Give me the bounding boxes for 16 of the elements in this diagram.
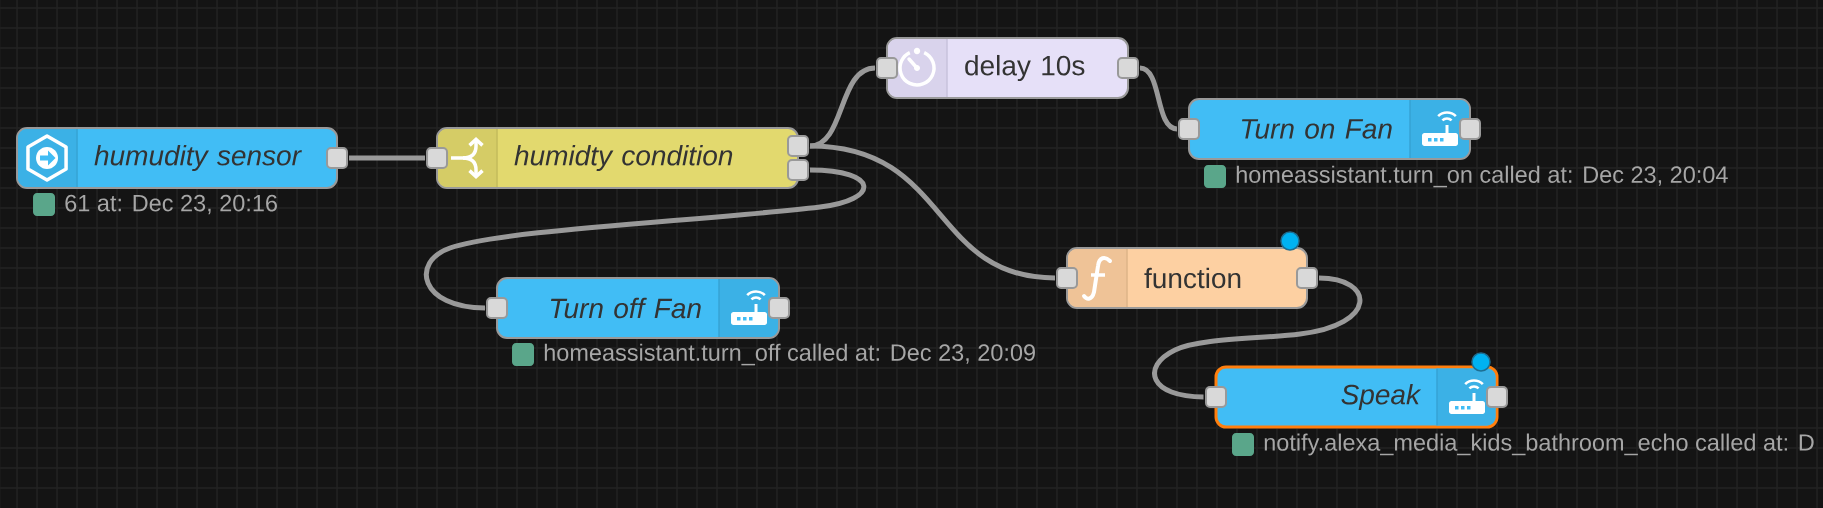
flow-node: delay 10s xyxy=(886,37,1129,99)
flow-node: Speak xyxy=(1214,365,1499,429)
wire xyxy=(1152,275,1363,400)
status-text: notify.alexa_media_kids_bathroom_echo called at: D xyxy=(1264,433,1814,456)
wire xyxy=(1139,65,1178,132)
flow-node: humidty condition xyxy=(436,127,799,189)
flow-node: Turn off Fan xyxy=(496,277,780,339)
status-text: homeassistant.turn_on called at: Dec 23, 20:04 xyxy=(1236,165,1728,188)
wire xyxy=(809,143,1056,281)
status-text: 61 at: Dec 23, 20:16 xyxy=(65,194,277,215)
wire xyxy=(424,167,866,311)
flow-node: Turn on Fan xyxy=(1188,98,1471,160)
wire xyxy=(349,155,425,161)
status-text: homeassistant.turn_off called at: Dec 23, 20:09 xyxy=(544,343,1035,366)
flow-node: function xyxy=(1066,247,1308,309)
flow-node: humudity sensor xyxy=(16,127,338,189)
